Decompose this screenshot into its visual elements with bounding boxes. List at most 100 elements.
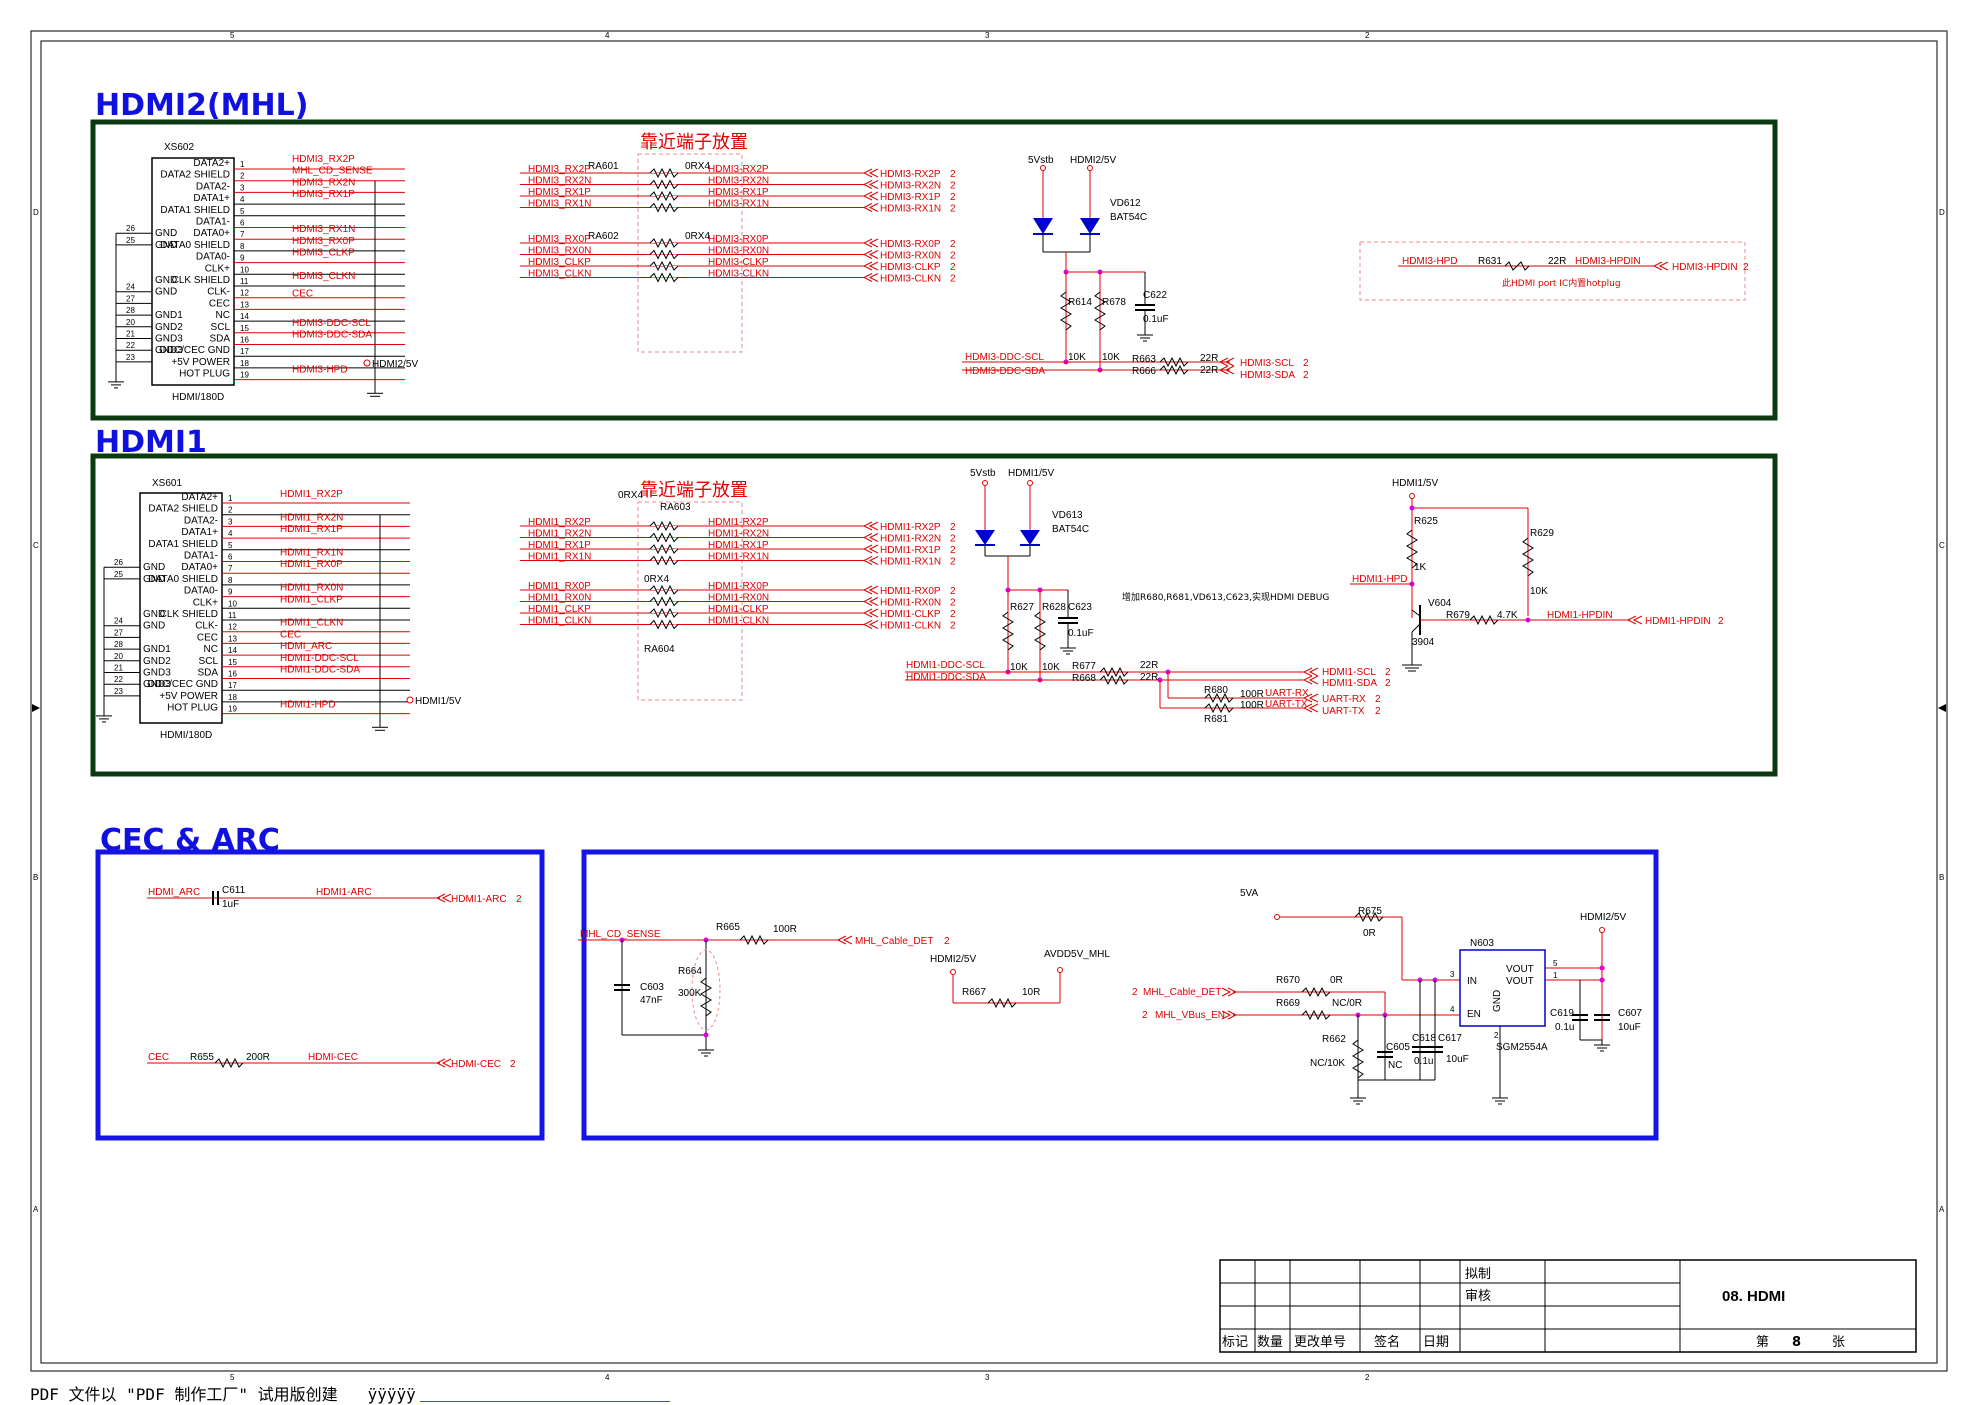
net-label: HDMI3_RX1P — [528, 187, 591, 198]
sheet-ref: 2 — [1743, 262, 1749, 273]
pin-name: DATA2 SHIELD — [160, 170, 230, 181]
net-label: HDMI3-RX2P — [708, 164, 769, 175]
zone-label-side: B — [33, 873, 38, 882]
title-block: 拟制 审核 08. HDMI 标记 数量 更改单号 签名 日期 第 8 张 — [1219, 1259, 1917, 1353]
port-label: HDMI1-CLKP — [880, 609, 941, 620]
pin-number: 16 — [240, 336, 249, 345]
resistor-value: 0R — [1363, 928, 1376, 939]
zone-label-side: C — [1939, 541, 1945, 550]
pin-name: DATA1- — [184, 551, 218, 562]
pin-number: 19 — [240, 371, 249, 380]
resistor-ref: R679 — [1446, 610, 1470, 621]
pin-name: NC — [204, 644, 218, 655]
resistor-value: 22R — [1140, 672, 1158, 683]
pin-name: DATA1- — [196, 217, 230, 228]
net-label: HDMI1-RX0P — [708, 581, 769, 592]
pin-name: CEC — [209, 298, 230, 309]
diode-ref: VD612 — [1110, 198, 1141, 209]
sheet-ref: 2 — [950, 522, 956, 533]
resistor-value: 10K — [1102, 352, 1120, 363]
port-label: HDMI3-RX1N — [880, 204, 941, 215]
net-label: HDMI1_RX2N — [528, 529, 591, 540]
net-label: HDMI3_RX1N — [528, 199, 591, 210]
pin-name: SDA — [209, 334, 230, 345]
mhl-ldo-circuit: 5VA R675 0R N603 SGM2554A IN EN VOUT VOU… — [1132, 888, 1642, 1105]
capacitor-value: 1uF — [222, 899, 239, 910]
resistor-value: 10K — [1068, 352, 1086, 363]
resistor-ref: R665 — [716, 922, 740, 933]
zone-label-bottom: 4 — [605, 1373, 610, 1382]
resistor-value: 10K — [1010, 662, 1028, 673]
hdmi2-section-title: HDMI2(MHL) — [95, 88, 308, 123]
port-label: HDMI1-CLKN — [880, 621, 941, 632]
pin-number: 18 — [240, 359, 249, 368]
hdmi1-net-labels: HDMI1_RX2PHDMI1_RX2NHDMI1_RX1PHDMI1_RX1N… — [280, 489, 360, 711]
pin-number: 9 — [228, 588, 233, 597]
cec-out-net: HDMI-CEC — [308, 1052, 358, 1063]
pin-name: DATA0- — [184, 586, 218, 597]
pin-number: 11 — [240, 277, 249, 286]
sheet-ref: 2 — [950, 251, 956, 262]
supply-label: HDMI2/5V — [930, 954, 976, 965]
pin-name: GND — [155, 240, 177, 251]
zone-label-side: B — [1939, 873, 1944, 882]
net-label: HDMI3_CLKP — [292, 248, 355, 259]
net-label: HDMI1_RX0P — [528, 581, 591, 592]
net-label: HDMI3_CLKP — [528, 257, 591, 268]
pin-name: DATA1 SHIELD — [148, 539, 218, 550]
net-label: HDMI3_RX1P — [292, 189, 355, 200]
ddc-scl-net: HDMI3-DDC-SCL — [965, 352, 1044, 363]
zone-label-top: 3 — [985, 31, 990, 40]
pin-name: DATA2 SHIELD — [148, 504, 218, 515]
port-label: HDMI3-RX2N — [880, 181, 941, 192]
pin-number: 8 — [228, 576, 233, 585]
sheet-ref: 2 — [950, 204, 956, 215]
hdmi2-net-labels: HDMI3_RX2PMHL_CD_SENSEHDMI3_RX2NHDMI3_RX… — [292, 154, 373, 376]
resistor-ref: R629 — [1530, 528, 1554, 539]
pin-number: 25 — [114, 570, 123, 579]
ic-part: SGM2554A — [1496, 1042, 1548, 1053]
resistor-ref: R631 — [1478, 256, 1502, 267]
pin-number: 28 — [114, 640, 123, 649]
capacitor-value: 0.1uF — [1068, 628, 1094, 639]
pin-name: GND — [143, 621, 165, 632]
capacitor-ref: C623 — [1068, 602, 1092, 613]
pin-name: NC — [216, 310, 230, 321]
hdmi1-diode-circuit: 5Vstb HDMI1/5V VD613 BAT54C R627 10K R62… — [905, 468, 1391, 725]
pin-name: CLK+ — [193, 597, 218, 608]
zone-label-side: A — [33, 1205, 39, 1214]
port-label: HDMI3-RX1P — [880, 192, 941, 203]
net-label: HDMI3-RX0P — [708, 234, 769, 245]
pin-number: 15 — [228, 658, 237, 667]
pin-number: 14 — [228, 646, 237, 655]
sheet-ref: 2 — [1142, 1010, 1148, 1021]
resistor-ref: R662 — [1322, 1034, 1346, 1045]
ic-pin-num: 1 — [1553, 971, 1558, 980]
pin-number: 3 — [228, 517, 233, 526]
det-in-net: MHL_Cable_DET — [1143, 987, 1221, 998]
pin-name: +5V POWER — [171, 357, 230, 368]
zone-label-bottom: 2 — [1365, 1373, 1370, 1382]
pin-number: 23 — [114, 687, 123, 696]
net-label: HDMI1-RX1P — [708, 540, 769, 551]
sheet-ref: 2 — [950, 181, 956, 192]
pin-name: DATA2+ — [181, 492, 218, 503]
pin-name: GND3 — [143, 679, 171, 690]
net-label: HDMI1_RX1N — [280, 548, 343, 559]
pin-name: CLK SHIELD — [160, 609, 218, 620]
pin-number: 12 — [240, 289, 249, 298]
net-label: HDMI1_CLKN — [280, 618, 343, 629]
net-label: HDMI3-RX0N — [708, 246, 769, 257]
connector-body — [151, 157, 235, 386]
connector-part: HDMI/180D — [172, 392, 224, 403]
zone-label-bottom: 3 — [985, 1373, 990, 1382]
array-ref: RA604 — [644, 644, 675, 655]
port-label: HDMI3-CLKN — [880, 274, 941, 285]
port-label: UART-RX — [1322, 694, 1366, 705]
net-label: HDMI3-DDC-SDA — [292, 330, 372, 341]
pin-number: 26 — [126, 224, 135, 233]
pin-name: DATA2+ — [193, 158, 230, 169]
